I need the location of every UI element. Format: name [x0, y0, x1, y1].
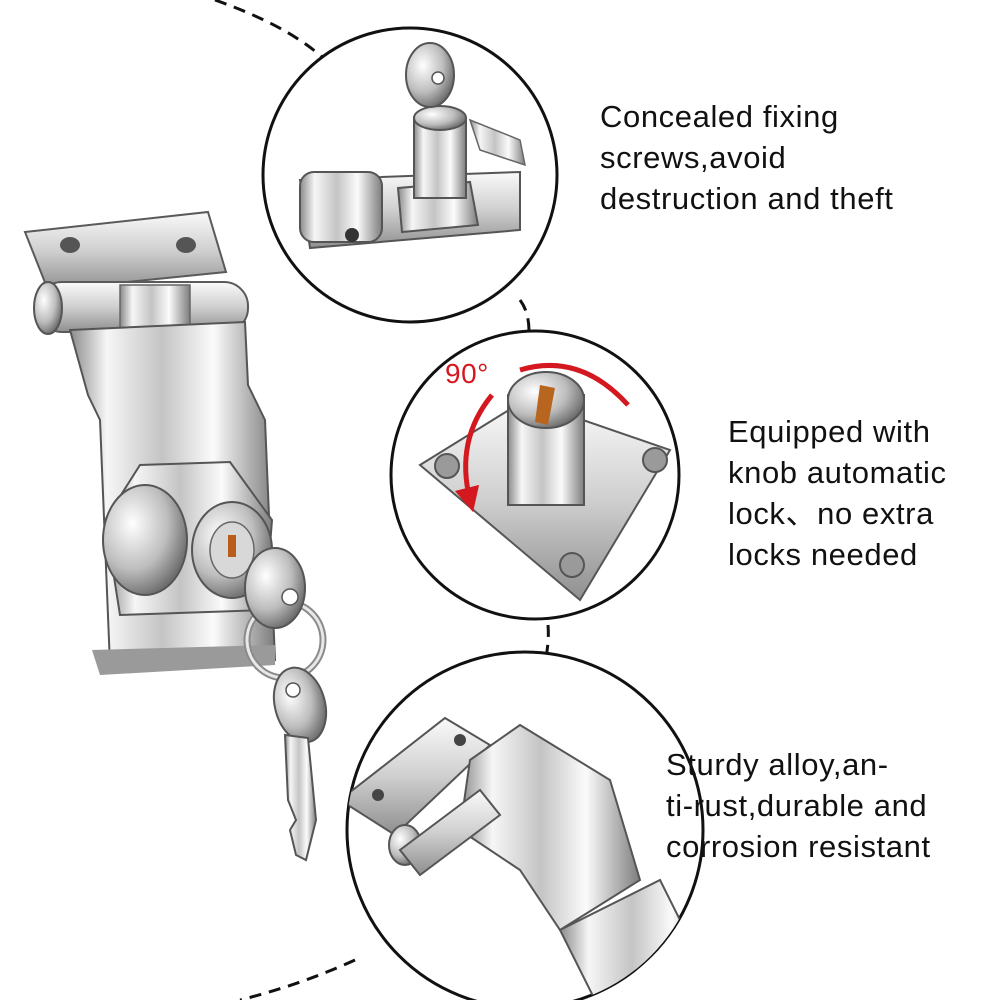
feature-text-knob-lock: Equipped with knob automatic lock、no ext…	[728, 411, 947, 575]
detail-circle-concealed-screws	[261, 26, 559, 324]
feature-line: ti-rust,durable and	[666, 788, 928, 823]
feature-line: screws,avoid	[600, 140, 787, 175]
feature-line: knob automatic	[728, 455, 947, 490]
feature-line: Equipped with	[728, 414, 931, 449]
detail-circle-knob-lock	[389, 329, 681, 621]
feature-text-concealed-screws: Concealed fixing screws,avoid destructio…	[600, 96, 894, 219]
detail-circle-sturdy-alloy	[345, 650, 705, 1000]
feature-line: Sturdy alloy,an-	[666, 747, 889, 782]
feature-line: corrosion resistant	[666, 829, 931, 864]
feature-text-sturdy-alloy: Sturdy alloy,an- ti-rust,durable and cor…	[666, 744, 931, 867]
feature-line: lock、no extra	[728, 496, 934, 531]
feature-line: locks needed	[728, 537, 918, 572]
rotation-arrow	[454, 393, 494, 513]
feature-line: Concealed fixing	[600, 99, 839, 134]
feature-line: destruction and theft	[600, 181, 894, 216]
hasp-main-illustration	[23, 210, 328, 862]
dashed-connector-arc	[214, 0, 550, 1000]
rotation-label: 90°	[445, 358, 489, 389]
